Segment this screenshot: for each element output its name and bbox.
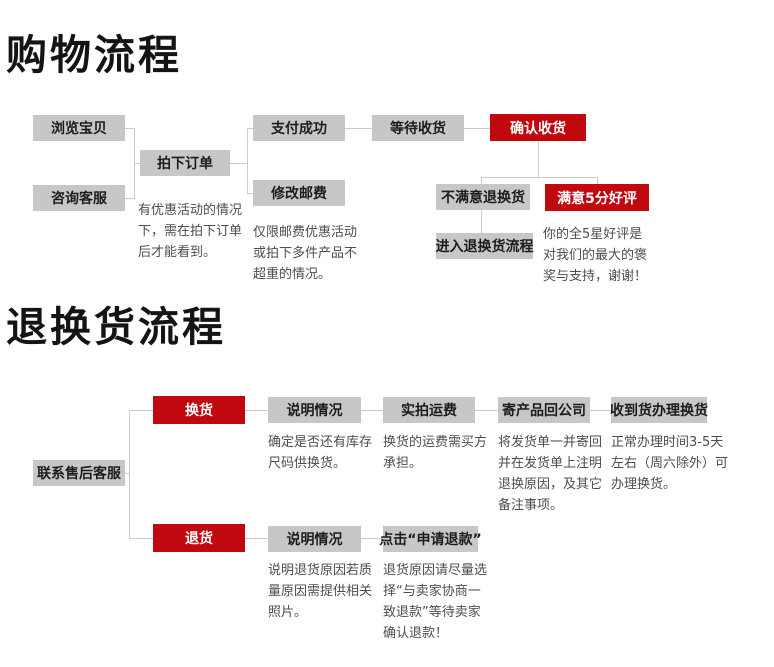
connector-line (345, 128, 372, 129)
connector-line (247, 128, 248, 194)
flow-node-explain-return: 说明情况 (268, 526, 361, 552)
note-explain-exchange: 确定是否还有库存 尺码供换货。 (268, 435, 373, 471)
connector-line (481, 177, 482, 184)
connector-line (125, 198, 135, 199)
flow-node-consult: 咨询客服 (33, 185, 125, 211)
flow-node-enter-return: 进入退换货流程 (436, 233, 534, 259)
connector-line (475, 410, 498, 411)
connector-line (230, 163, 247, 164)
flow-node-wait: 等待收货 (372, 115, 464, 141)
connector-line (481, 177, 598, 178)
flow-node-postage: 修改邮费 (253, 180, 345, 206)
connector-line (129, 410, 130, 538)
flow-node-shipping-fee: 实拍运费 (383, 397, 475, 423)
connector-line (245, 538, 268, 539)
connector-line (129, 538, 153, 539)
note-order: 有优惠活动的情况 下，需在拍下订单 后才能看到。 (138, 203, 243, 260)
connector-line (464, 128, 490, 129)
connector-line (247, 128, 253, 129)
flow-node-browse: 浏览宝贝 (33, 115, 125, 141)
flow-node-order: 拍下订单 (140, 150, 230, 176)
note-praise: 你的全5星好评是 对我们的最大的褒 奖与支持，谢谢！ (543, 227, 648, 284)
flow-node-explain-exchange: 说明情况 (268, 397, 361, 423)
note-receive-handle: 正常办理时间3-5天 左右（周六除外）可 办理换货。 (611, 435, 729, 492)
flow-node-confirm: 确认收货 (490, 114, 586, 141)
connector-line (245, 410, 268, 411)
connector-line (125, 128, 135, 129)
connector-line (125, 473, 130, 474)
flow-node-return: 退货 (153, 524, 245, 552)
connector-line (590, 410, 611, 411)
flow-node-unsatisfied: 不满意退换货 (436, 184, 530, 210)
connector-line (361, 410, 383, 411)
note-shipping-fee: 换货的运费需买方 承担。 (383, 435, 488, 471)
connector-line (247, 193, 253, 194)
note-postage: 仅限邮费优惠活动 或拍下多件产品不 超重的情况。 (253, 225, 358, 282)
connector-line (597, 177, 598, 184)
flow-node-click-refund: 点击“申请退款” (379, 526, 482, 552)
note-explain-return: 说明退货原因若质 量原因需提供相关 照片。 (268, 563, 373, 620)
connector-line (538, 141, 539, 177)
connector-line (361, 538, 383, 539)
flow-node-contact-service: 联系售后客服 (33, 460, 125, 486)
note-send-back: 将发货单一并寄回 并在发货单上注明 退换原因，及其它 备注事项。 (498, 435, 603, 513)
connector-line (481, 210, 482, 233)
section-title-return: 退换货流程 (6, 303, 226, 351)
section-title-shopping: 购物流程 (6, 31, 182, 79)
flow-node-receive-handle: 收到货办理换货 (610, 397, 708, 423)
flow-node-exchange: 换货 (153, 396, 245, 424)
flow-node-satisfied: 满意5分好评 (545, 184, 649, 211)
flow-node-pay: 支付成功 (253, 115, 345, 141)
flow-node-send-back: 寄产品回公司 (498, 397, 590, 423)
note-click-refund: 退货原因请尽量选 择“与卖家协商一 致退款”等待卖家 确认退款！ (383, 563, 488, 641)
connector-line (134, 163, 141, 164)
connector-line (129, 410, 153, 411)
